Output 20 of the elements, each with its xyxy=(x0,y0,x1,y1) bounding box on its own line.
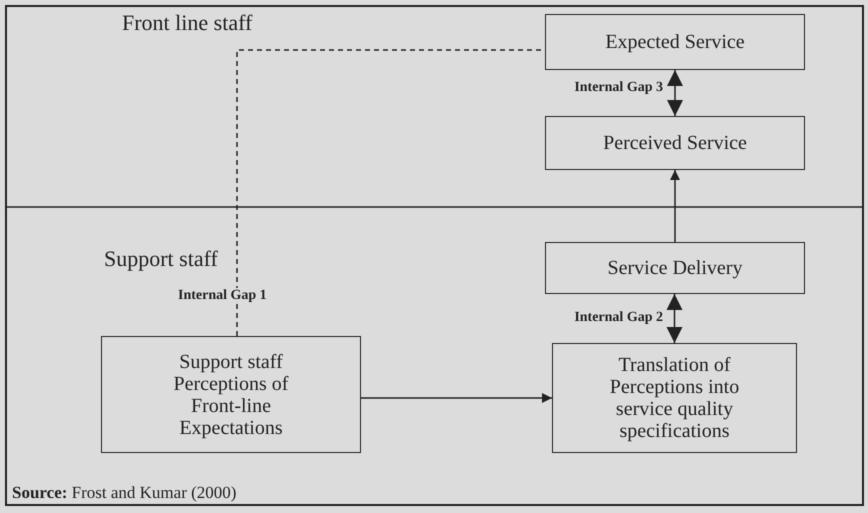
section-label: Support staff xyxy=(104,246,218,272)
section-label: Front line staff xyxy=(122,10,252,36)
arrow xyxy=(361,393,552,403)
process-box xyxy=(545,242,805,294)
process-box xyxy=(101,336,361,453)
arrow xyxy=(667,70,683,116)
process-box xyxy=(552,343,797,453)
box-text: Support staff Perceptions of Front-line Expectations xyxy=(172,350,290,438)
process-box xyxy=(545,116,805,170)
edge-label: Internal Gap 1 xyxy=(176,288,269,304)
edge-label: Internal Gap 2 xyxy=(572,310,665,326)
process-box xyxy=(545,14,805,70)
box-text: Perceived Service xyxy=(603,132,747,154)
box-text: Translation of Perceptions into service quality specifications xyxy=(608,354,740,442)
edge-label: Internal Gap 3 xyxy=(572,80,665,96)
box-text: Expected Service xyxy=(605,31,745,53)
arrow xyxy=(666,294,682,343)
arrow xyxy=(670,170,680,242)
source-caption: Source: Frost and Kumar (2000) xyxy=(12,483,236,503)
box-text: Service Delivery xyxy=(608,257,742,279)
